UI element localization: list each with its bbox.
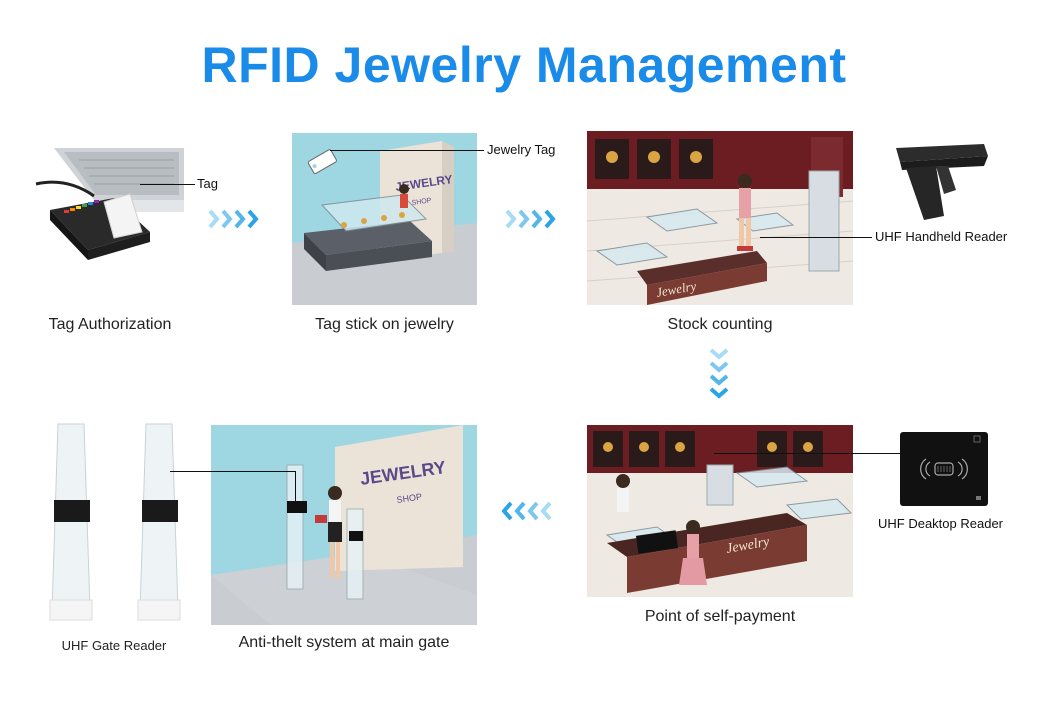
self-payment-caption: Point of self-payment	[644, 608, 796, 625]
flow-arrow-right-1	[208, 208, 264, 230]
handheld-callout-line	[760, 237, 872, 238]
desktop-reader-callout-label: UHF Deaktop Reader	[878, 516, 1003, 531]
sign-shop-text: SHOP	[411, 197, 432, 207]
flow-arrow-right-2	[505, 208, 561, 230]
anti-theft-image: JEWELRY SHOP	[211, 425, 477, 625]
jewelry-tag-callout-label: Jewelry Tag	[487, 142, 556, 157]
stock-counting-image: Jewelry	[587, 131, 853, 305]
anti-theft-caption: Anti-thelt system at main gate	[238, 634, 450, 651]
diagram-title: RFID Jewelry Management	[201, 37, 847, 93]
gate-reader-caption: UHF Gate Reader	[61, 638, 167, 653]
stock-counting-caption: Stock counting	[667, 316, 773, 333]
self-payment-image: Jewelry	[587, 425, 853, 597]
handheld-reader-callout-label: UHF Handheld Reader	[875, 229, 1008, 244]
desktop-reader-callout-line	[714, 453, 900, 454]
jewelry-tag-callout-line	[330, 150, 484, 151]
anti-theft-sign-shop-text: SHOP	[396, 492, 423, 505]
tag-authorization-image	[34, 140, 184, 292]
flow-arrow-left	[502, 500, 558, 522]
tag-callout-line	[140, 184, 195, 185]
gate-callout-drop	[295, 471, 296, 511]
tag-stick-caption: Tag stick on jewelry	[315, 316, 454, 333]
gate-callout-line	[170, 471, 295, 472]
tag-authorization-caption: Tag Authorization	[48, 316, 172, 333]
desktop-reader-image	[900, 432, 988, 506]
flow-arrow-down	[708, 348, 730, 404]
handheld-reader-image	[888, 140, 992, 224]
gate-reader-image	[34, 420, 194, 630]
tag-stick-image: JEWELRY SHOP	[292, 133, 477, 305]
counter-jewelry-text: Jewelry	[655, 278, 698, 300]
tag-callout-label: Tag	[197, 176, 218, 191]
